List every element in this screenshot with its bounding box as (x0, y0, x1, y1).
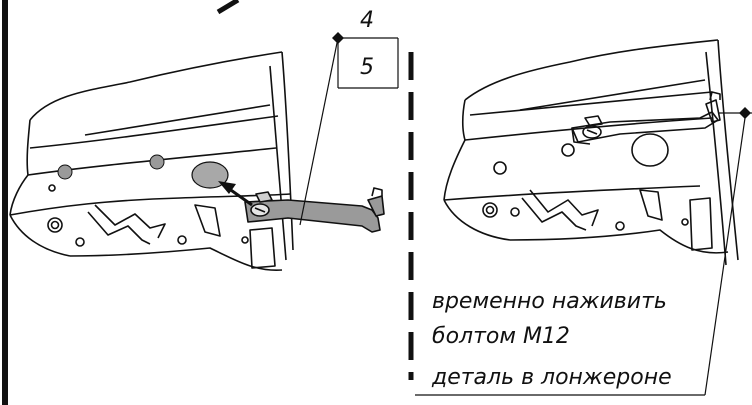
right-view (443, 39, 739, 266)
note-line-3: деталь в лонжероне (431, 365, 672, 390)
callout-number-5: 5 (360, 55, 374, 80)
hole-marker (57, 164, 73, 180)
insert-arrow (218, 181, 253, 207)
hole-marker (149, 154, 165, 170)
note-line-2: болтом М12 (432, 324, 570, 349)
note-block: временно наживить болтом М12 деталь в ло… (415, 289, 705, 396)
callout-leader (299, 37, 399, 226)
callout-dot (332, 32, 344, 44)
bracket-part (244, 187, 385, 233)
note-line-1: временно наживить (432, 289, 667, 314)
top-arrow-fragment (216, 0, 240, 15)
frame-top-outline (29, 51, 283, 121)
right-callout-dot (739, 107, 751, 119)
callout-number-4: 4 (360, 8, 374, 33)
